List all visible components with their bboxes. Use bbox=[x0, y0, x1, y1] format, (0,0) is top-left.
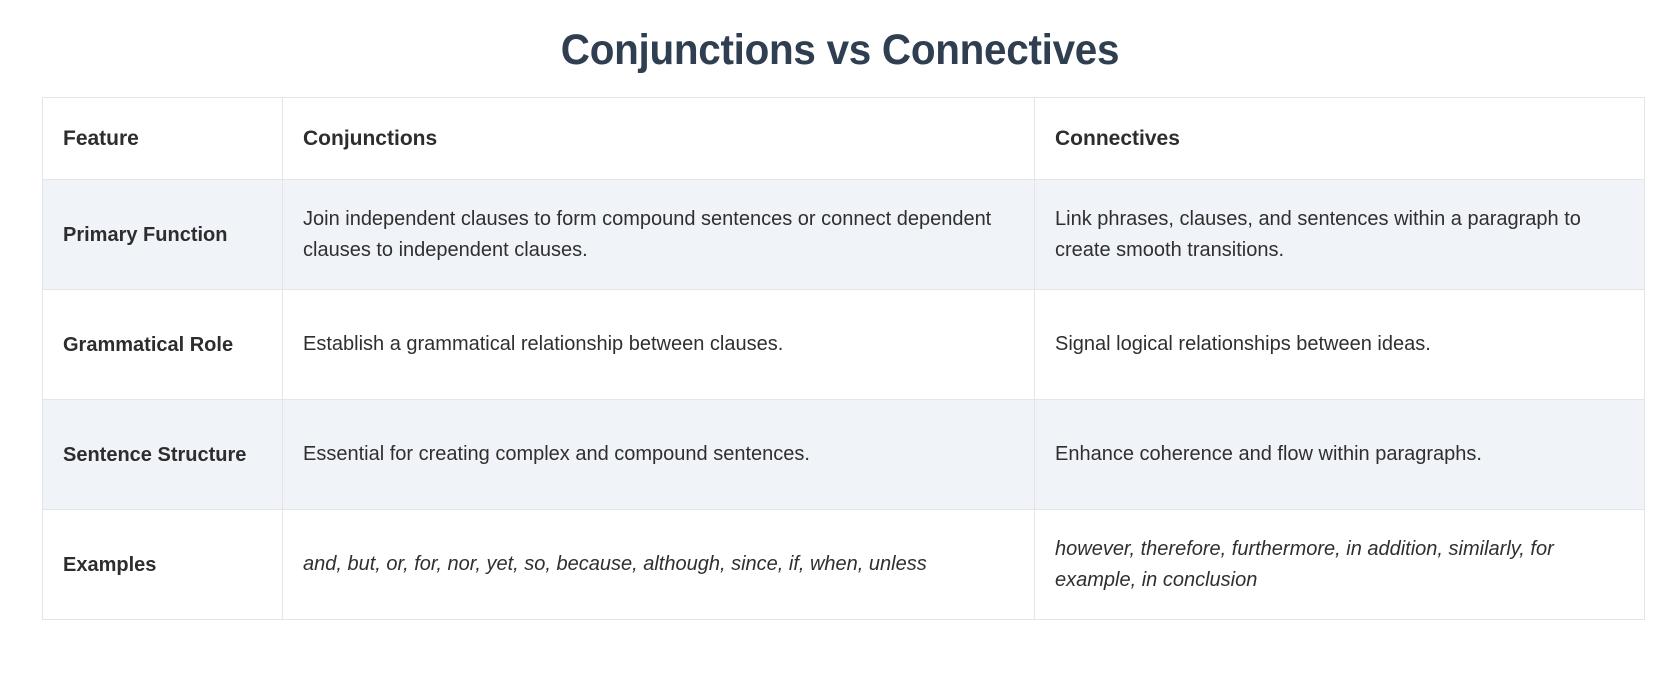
cell-feature: Primary Function bbox=[43, 180, 283, 291]
column-header-feature: Feature bbox=[43, 98, 283, 181]
table-row: Grammatical Role Establish a grammatical… bbox=[43, 290, 1645, 401]
cell-conjunctions: Establish a grammatical relationship bet… bbox=[283, 290, 1035, 401]
comparison-table-container: Feature Conjunctions Connectives Primary… bbox=[42, 97, 1645, 621]
cell-feature: Sentence Structure bbox=[43, 400, 283, 511]
table-body: Primary Function Join independent clause… bbox=[43, 180, 1645, 621]
cell-connectives: Link phrases, clauses, and sentences wit… bbox=[1035, 180, 1645, 291]
table-row: Examples and, but, or, for, nor, yet, so… bbox=[43, 510, 1645, 621]
cell-conjunctions: Essential for creating complex and compo… bbox=[283, 400, 1035, 511]
table-row: Sentence Structure Essential for creatin… bbox=[43, 400, 1645, 511]
table-header: Feature Conjunctions Connectives bbox=[43, 98, 1645, 181]
comparison-table: Feature Conjunctions Connectives Primary… bbox=[42, 97, 1645, 621]
column-header-conjunctions: Conjunctions bbox=[283, 98, 1035, 181]
cell-conjunctions: and, but, or, for, nor, yet, so, because… bbox=[283, 510, 1035, 621]
cell-conjunctions: Join independent clauses to form compoun… bbox=[283, 180, 1035, 291]
cell-feature: Grammatical Role bbox=[43, 290, 283, 401]
cell-connectives: Signal logical relationships between ide… bbox=[1035, 290, 1645, 401]
table-row: Primary Function Join independent clause… bbox=[43, 180, 1645, 291]
cell-feature: Examples bbox=[43, 510, 283, 621]
page-title: Conjunctions vs Connectives bbox=[560, 26, 1120, 74]
cell-connectives: Enhance coherence and flow within paragr… bbox=[1035, 400, 1645, 511]
column-header-connectives: Connectives bbox=[1035, 98, 1645, 181]
table-header-row: Feature Conjunctions Connectives bbox=[43, 98, 1645, 181]
cell-connectives: however, therefore, furthermore, in addi… bbox=[1035, 510, 1645, 621]
